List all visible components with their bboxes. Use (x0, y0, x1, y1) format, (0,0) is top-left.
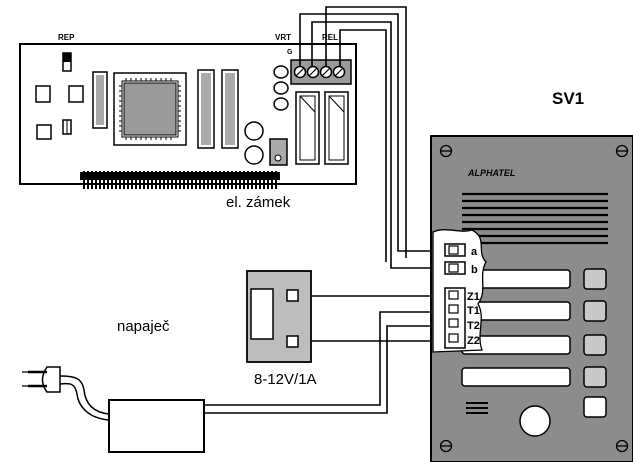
call-button-2 (583, 300, 607, 322)
rep-label: REP (58, 33, 75, 42)
wire-t2 (204, 325, 446, 414)
ground-label: G (287, 49, 293, 56)
brand-logo: ALPHATEL (467, 168, 515, 178)
wire-t1 (204, 311, 446, 406)
vrt-label: VRT (275, 33, 291, 42)
terminal-label-t2: T2 (467, 320, 480, 332)
wire-b (311, 21, 446, 269)
power-adapter (59, 375, 205, 453)
wire-lock-1 (325, 6, 407, 258)
sv1-title: SV1 (552, 89, 584, 108)
call-button-3 (583, 334, 607, 356)
control-board: REP VRT REL G (19, 33, 357, 189)
call-button-1 (583, 268, 607, 290)
wire-a (299, 13, 446, 252)
screw-terminal-block (290, 59, 352, 85)
sv1-door-panel: ALPHATEL (430, 135, 633, 462)
terminal-label-z2: Z2 (467, 335, 480, 347)
lock-label: el. zámek (226, 194, 291, 211)
plug-icon (22, 366, 61, 393)
supply-label: napaječ (117, 318, 170, 335)
electric-lock (246, 270, 312, 363)
terminal-label-a: a (471, 246, 478, 258)
potentiometer (269, 138, 288, 166)
pin-header (80, 171, 280, 189)
terminal-label-b: b (471, 264, 478, 276)
microphone-slots (466, 402, 488, 414)
call-button-5 (583, 396, 607, 418)
terminal-label-z1: Z1 (467, 291, 480, 303)
processor-chip (113, 72, 187, 146)
wire-lock-2 (339, 29, 387, 262)
call-button-4 (583, 366, 607, 388)
supply-rating-label: 8-12V/1A (254, 371, 317, 388)
camera-lens (519, 405, 551, 437)
speaker-grille (462, 192, 608, 245)
terminal-label-t1: T1 (467, 305, 480, 317)
panel-terminal-strip (444, 243, 466, 349)
name-tag-4 (461, 367, 571, 387)
wires (204, 6, 446, 414)
rel-label: REL (322, 33, 338, 42)
